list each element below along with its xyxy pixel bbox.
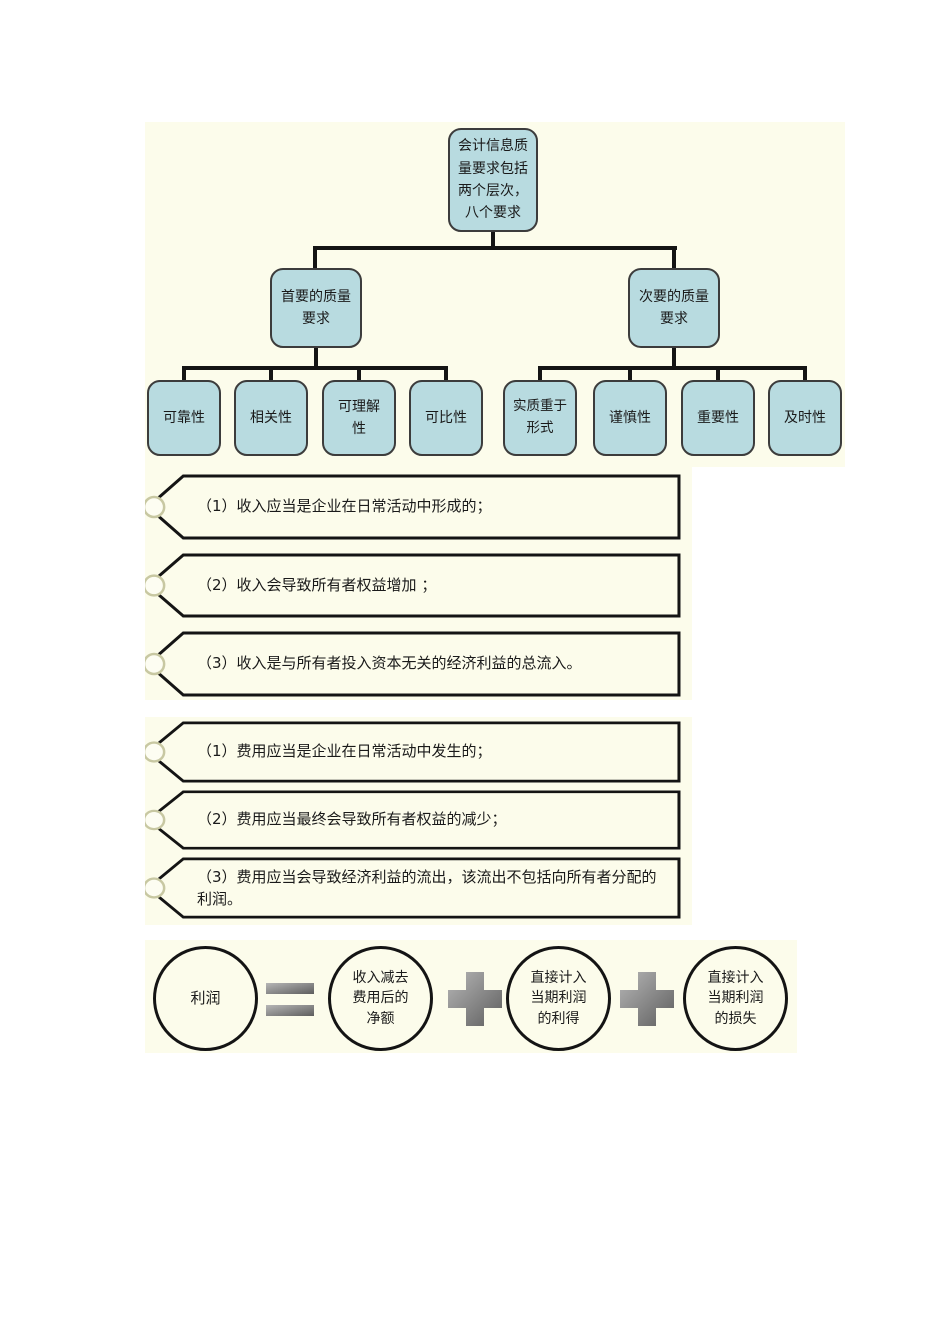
tree-leaf-timeliness: 及时性 (768, 380, 842, 456)
connector-leaf-drop (444, 368, 448, 382)
formula-term-label: 直接计入当期利润的损失 (707, 970, 764, 1027)
tree-root-node: 会计信息质量要求包括两个层次，八个要求 (448, 128, 538, 232)
connector-leaf-drop (269, 368, 273, 382)
tree-leaf-prudence: 谨慎性 (593, 380, 667, 456)
revenue-note-2: （2）收入会导致所有者权益增加 ； (145, 553, 682, 618)
tag-shape (145, 631, 681, 697)
connector-leaf-drop (716, 368, 720, 382)
tree-leaf-materiality: 重要性 (681, 380, 755, 456)
tree-leaf-label: 及时性 (784, 409, 826, 426)
revenue-note-2-text: （2）收入会导致所有者权益增加 ； (197, 575, 437, 594)
tag-shape (145, 721, 681, 783)
formula-circle-profit: 利润 (153, 946, 258, 1051)
tag-ring-icon (145, 495, 166, 519)
plus-icon (448, 972, 502, 1026)
tag-shape (145, 553, 681, 618)
tree-node-primary-quality: 首要的质量要求 (270, 268, 362, 348)
revenue-note-1: （1）收入应当是企业在日常活动中形成的； (145, 474, 682, 540)
tree-root-label: 会计信息质量要求包括两个层次，八个要求 (458, 138, 528, 222)
expense-note-2: （2）费用应当最终会导致所有者权益的减少； (145, 790, 682, 850)
tag-shape (145, 474, 681, 540)
revenue-note-3: （3）收入是与所有者投入资本无关的经济利益的总流入。 (145, 631, 682, 697)
tag-ring-icon (145, 741, 166, 763)
tree-leaf-label: 可靠性 (163, 409, 205, 426)
tag-ring-icon (145, 809, 166, 831)
expense-note-1-text: （1）费用应当是企业在日常活动中发生的； (197, 742, 492, 761)
tree-leaf-reliability: 可靠性 (147, 380, 221, 456)
tag-shape (145, 857, 681, 919)
expense-note-2-text: （2）费用应当最终会导致所有者权益的减少； (197, 810, 507, 829)
formula-circle-gains: 直接计入当期利润的利得 (506, 946, 611, 1051)
tree-leaf-label: 谨慎性 (609, 409, 651, 426)
formula-term-label: 收入减去费用后的净额 (352, 970, 409, 1027)
tag-ring-icon (145, 652, 166, 676)
connector-leaf-drop (538, 368, 542, 382)
connector-right-leaves-hline (538, 366, 807, 370)
formula-circle-net-amount: 收入减去费用后的净额 (328, 946, 433, 1051)
connector-leaf-drop (357, 368, 361, 382)
tree-leaf-substance-over-form: 实质重于形式 (503, 380, 577, 456)
tree-leaf-label: 实质重于形式 (513, 398, 567, 436)
connector-left-leaves-hline (182, 366, 448, 370)
connector-drop-left-branch (313, 248, 317, 270)
connector-drop-right-branch (672, 248, 676, 270)
tree-leaf-label: 可理解性 (338, 398, 380, 437)
tag-ring-icon (145, 574, 166, 597)
tree-leaf-relevance: 相关性 (234, 380, 308, 456)
plus-icon (620, 972, 674, 1026)
connector-leaf-drop (628, 368, 632, 382)
tree-node-secondary-quality: 次要的质量要求 (628, 268, 720, 348)
tree-leaf-comparability: 可比性 (409, 380, 483, 456)
equals-icon (266, 983, 314, 1016)
tree-leaf-understandability: 可理解性 (322, 380, 396, 456)
connector-root-stem (491, 230, 495, 248)
expense-note-1: （1）费用应当是企业在日常活动中发生的； (145, 721, 682, 783)
formula-term-label: 直接计入当期利润的利得 (530, 970, 587, 1027)
connector-left-branch-stem (314, 346, 318, 368)
tree-leaf-label: 重要性 (697, 409, 739, 426)
expense-note-3-text: （3）费用应当会导致经济利益的流出，该流出不包括向所有者分配的利润。 (197, 867, 657, 909)
expense-note-3: （3）费用应当会导致经济利益的流出，该流出不包括向所有者分配的利润。 (145, 857, 682, 919)
tree-leaf-label: 可比性 (425, 409, 467, 426)
revenue-note-1-text: （1）收入应当是企业在日常活动中形成的； (197, 497, 492, 516)
tree-leaf-label: 相关性 (250, 409, 292, 426)
tree-node-label: 次要的质量要求 (639, 288, 709, 327)
connector-level1-hline (313, 246, 677, 250)
revenue-note-3-text: （3）收入是与所有者投入资本无关的经济利益的总流入。 (197, 654, 582, 673)
tag-shape (145, 790, 681, 850)
connector-leaf-drop (182, 368, 186, 382)
connector-leaf-drop (803, 368, 807, 382)
formula-circle-losses: 直接计入当期利润的损失 (683, 946, 788, 1051)
formula-term-label: 利润 (190, 988, 221, 1007)
connector-right-branch-stem (672, 346, 676, 368)
tag-ring-icon (145, 877, 166, 899)
tree-node-label: 首要的质量要求 (281, 288, 351, 327)
